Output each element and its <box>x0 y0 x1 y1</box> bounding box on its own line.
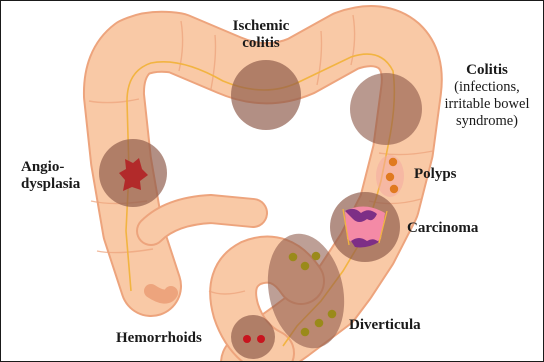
carcinoma-group <box>330 192 400 262</box>
colitis-circle <box>350 73 422 145</box>
polyp-dot <box>390 185 398 193</box>
label-carcinoma: Carcinoma <box>407 220 478 237</box>
label-ischemic-line1: Ischemic <box>223 18 299 35</box>
hemorrhoid-dot <box>243 335 251 343</box>
label-hemorrhoids: Hemorrhoids <box>116 330 202 347</box>
label-angio-line2: dysplasia <box>21 176 80 193</box>
polyps-group <box>376 155 404 197</box>
ileum-tail-fill <box>151 209 253 231</box>
label-ischemic-colitis: Ischemic colitis <box>223 18 299 52</box>
diverticulum-dot <box>301 262 310 271</box>
label-colitis: Colitis (infections, irritable bowel syn… <box>429 62 544 130</box>
diverticulum-dot <box>312 252 321 261</box>
polyp-dot <box>386 173 394 181</box>
hemorrhoids-circle <box>231 315 275 359</box>
label-colitis-title: Colitis <box>429 62 544 79</box>
label-colitis-detail-3: syndrome) <box>429 113 544 130</box>
label-angio-line1: Angio- <box>21 159 80 176</box>
hemorrhoid-dot <box>257 335 265 343</box>
diverticulum-dot <box>301 328 310 337</box>
label-ischemic-line2: colitis <box>223 35 299 52</box>
hemorrhoids-group <box>231 315 275 359</box>
diverticulum-dot <box>315 319 324 328</box>
ischemic-colitis-circle <box>231 60 301 130</box>
label-angiodysplasia: Angio- dysplasia <box>21 159 80 193</box>
diverticulum-dot <box>328 310 337 319</box>
label-colitis-detail-2: irritable bowel <box>429 96 544 113</box>
diverticulum-dot <box>289 253 298 262</box>
label-colitis-detail-1: (infections, <box>429 79 544 96</box>
appendix <box>151 291 171 297</box>
label-polyps: Polyps <box>414 166 457 183</box>
polyp-dot <box>389 158 397 166</box>
label-diverticula: Diverticula <box>349 317 421 334</box>
